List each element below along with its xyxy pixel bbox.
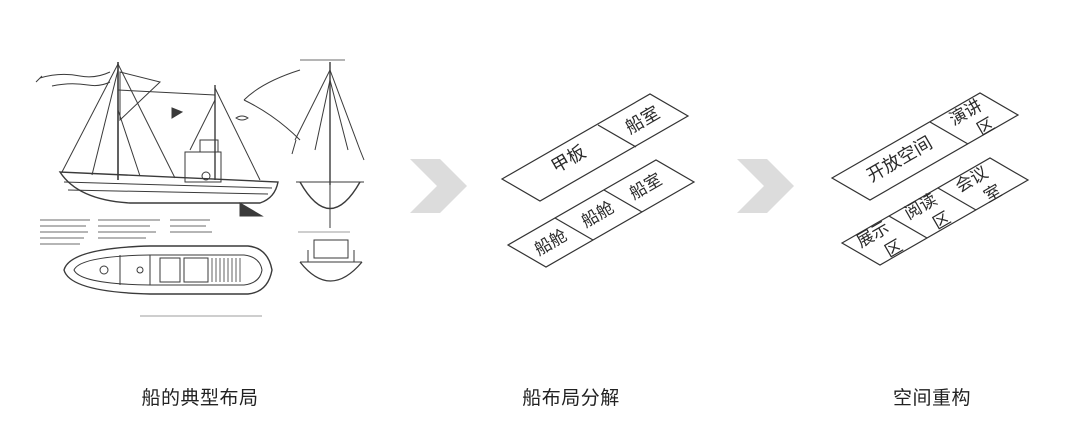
reconstructed-bottom-strip	[840, 157, 1030, 266]
caption-decomposition: 船布局分解	[522, 387, 620, 409]
deck-plan	[63, 245, 273, 295]
ship-drawing	[35, 59, 365, 317]
decomposed-top-strip	[500, 93, 690, 202]
hull-profile	[58, 171, 279, 204]
reconstructed-top-strip	[830, 92, 1020, 201]
caption-reconstruction: 空间重构	[892, 387, 971, 409]
decomposed-layout	[500, 93, 696, 268]
arrow-chevron-2	[737, 159, 794, 213]
arrow-chevron-1	[410, 159, 467, 213]
caption-original-layout: 船的典型布局	[141, 387, 259, 409]
reconstructed-layout	[830, 92, 1030, 266]
decomposed-bottom-strip	[506, 159, 696, 268]
